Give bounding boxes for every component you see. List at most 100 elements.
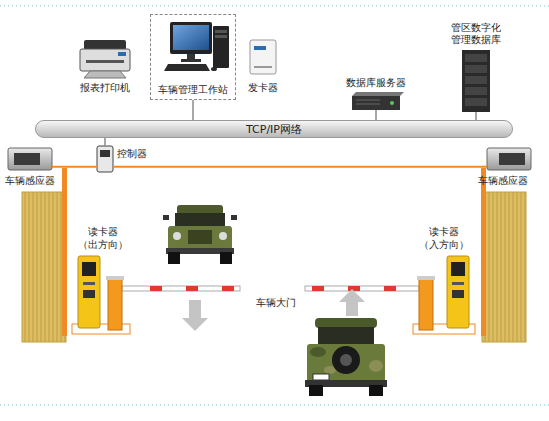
jeep-rear-window: [318, 327, 374, 344]
reader-kiosk: [78, 256, 100, 328]
server-bay: [356, 104, 380, 105]
jeep-wheel: [309, 385, 323, 396]
reader-pad: [83, 290, 95, 298]
gate-label: 车辆大门: [256, 297, 316, 309]
barrier-cap: [417, 276, 435, 280]
sensor-face: [499, 153, 525, 165]
jeep-light: [219, 232, 227, 240]
node-label: 报表打印机: [75, 82, 135, 94]
barrier-stripe: [186, 286, 198, 291]
node-label: （出方向）: [76, 239, 130, 251]
network-link: [104, 138, 106, 146]
node-label: 发卡器: [238, 82, 288, 94]
network-band: TCP/IP网络: [35, 120, 513, 138]
keyboard: [164, 64, 210, 71]
direction-arrow: [346, 302, 358, 316]
printer-slot: [86, 60, 124, 63]
server-bay: [356, 100, 380, 101]
pc-drive: [215, 35, 227, 38]
node-label: TCP/IP网络: [36, 123, 512, 137]
barrier-stripe: [348, 286, 360, 291]
reader-slot: [83, 282, 95, 285]
controller-body: [97, 146, 113, 172]
jeep-body: [307, 344, 385, 382]
printer-body: [80, 49, 130, 71]
dotted-rule: [0, 405, 549, 406]
node-label: 车辆管理工作站: [151, 84, 235, 96]
direction-arrow: [189, 300, 201, 318]
card-issuer-slot: [254, 66, 272, 68]
network-link: [192, 100, 194, 120]
jeep-camo: [369, 360, 383, 372]
node-label: 车辆感应器: [2, 175, 58, 187]
node-label: 数据库服务器: [340, 77, 412, 89]
controller-screen: [100, 150, 110, 157]
network-link: [52, 166, 97, 168]
reader-pad: [452, 290, 464, 298]
direction-arrow: [339, 289, 365, 302]
jeep-grille: [188, 230, 212, 244]
rack-unit: [465, 76, 487, 84]
card-issuer-body: [250, 40, 276, 74]
jeep-wheel: [220, 252, 232, 264]
reader-slot: [452, 282, 464, 285]
network-link: [475, 112, 477, 120]
sensor-node: 车辆感应器: [487, 148, 531, 170]
node-label: 管区数字化 管理数据库: [449, 22, 503, 46]
card-issuer-stripe: [254, 46, 266, 50]
jeep-hub: [340, 354, 352, 366]
sensor-pole: [62, 168, 67, 336]
jeep-wheel: [168, 252, 180, 264]
node-label: 读卡器: [76, 226, 130, 238]
sensor-pole: [481, 168, 486, 336]
reader-screen: [451, 262, 465, 276]
card-reader-node: 读卡器（入方向）: [447, 256, 469, 328]
printer-node: 报表打印机: [80, 38, 130, 78]
sensor-face: [14, 153, 40, 165]
monitor-base: [181, 59, 201, 62]
barrier-stripe: [384, 286, 396, 291]
node-label: 读卡器: [417, 226, 471, 238]
jeep-wheel: [369, 385, 383, 396]
jeep-plate: [313, 374, 329, 380]
pc-tower: [213, 26, 229, 68]
printer-panel: [118, 52, 126, 56]
workstation-box: 车辆管理工作站: [150, 14, 236, 100]
node-label: （入方向）: [417, 239, 471, 251]
barrier-arm: [122, 286, 240, 291]
network-link: [113, 166, 487, 168]
jeep-camo: [310, 347, 326, 357]
gate-pillar: [22, 192, 66, 342]
dotted-rule: [0, 6, 549, 7]
jeep-body: [168, 226, 232, 250]
server-top: [352, 92, 404, 96]
card-issuer-node: 发卡器: [250, 40, 276, 74]
barrier-stripe: [312, 286, 324, 291]
sensor-body: [8, 148, 52, 170]
network-link: [375, 110, 377, 120]
gate-pillar: [482, 192, 526, 342]
reader-screen: [82, 262, 96, 276]
rack-unit: [465, 65, 487, 73]
sensor-body: [487, 148, 531, 170]
server-led: [390, 101, 394, 105]
controller-node: 控制器: [97, 146, 113, 172]
jeep-mirror: [231, 215, 237, 220]
node-label: 车辆感应器: [475, 175, 531, 187]
node-label: 控制器: [117, 148, 157, 160]
sensor-node: 车辆感应器: [8, 148, 52, 170]
rack-body: [462, 50, 490, 112]
jeep-spare-tire: [332, 346, 360, 374]
rack-unit: [465, 98, 487, 106]
monitor-screen: [173, 25, 209, 50]
printer-tray: [84, 71, 126, 78]
pc-drive: [215, 30, 227, 33]
barrier-box: [419, 278, 433, 330]
monitor-frame: [170, 22, 212, 54]
barrier-stripe: [222, 286, 234, 291]
jeep-mirror: [163, 215, 169, 220]
server-body: [352, 96, 400, 110]
